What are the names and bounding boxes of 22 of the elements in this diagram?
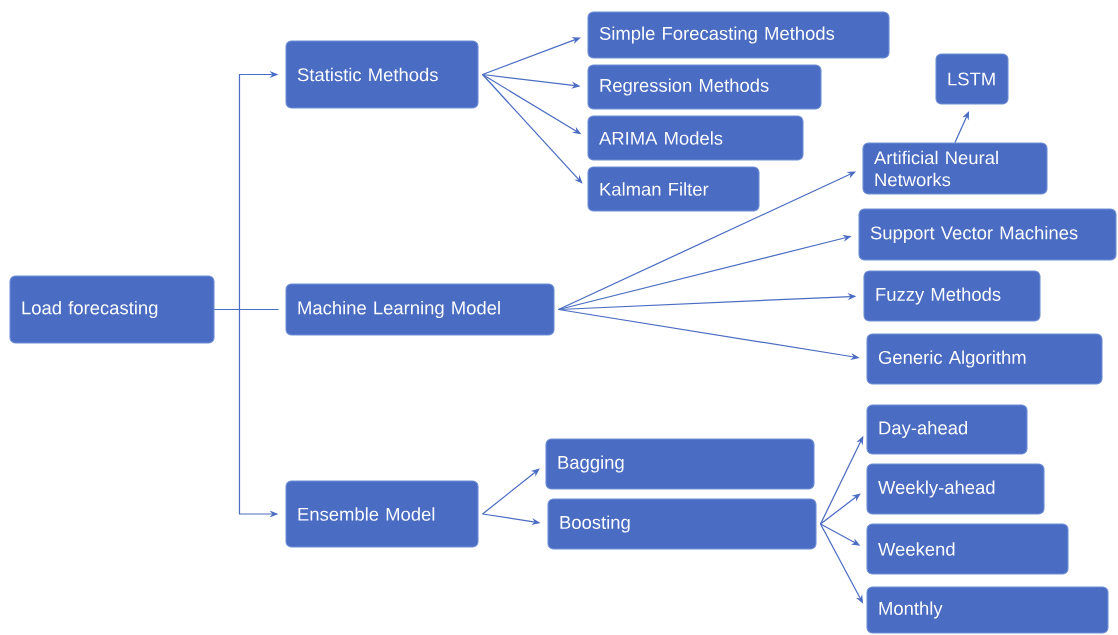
- process-box: Weekend: [866, 523, 1069, 575]
- arrow: [481, 73, 583, 184]
- process-box: Fuzzy Methods: [863, 270, 1041, 322]
- process-box: Day-ahead: [866, 404, 1028, 455]
- process-box: Ensemble Model: [285, 480, 479, 548]
- process-box: Machine Learning Model: [285, 283, 555, 336]
- process-box: Load forecasting: [9, 275, 215, 344]
- process-box: Weekly-ahead: [866, 463, 1045, 515]
- process-box: Simple Forecasting Methods: [587, 11, 890, 59]
- process-box: ARIMA Models: [587, 115, 804, 161]
- process-box: LSTM: [935, 53, 1009, 105]
- process-box: Artificial Neural Networks: [862, 142, 1048, 195]
- process-box: Regression Methods: [587, 64, 822, 110]
- process-box: Boosting: [547, 498, 817, 550]
- process-box: Support Vector Machines: [858, 208, 1117, 261]
- process-box: Bagging: [545, 438, 815, 490]
- process-box: Generic Algorithm: [866, 333, 1103, 385]
- process-box: Statistic Methods: [285, 40, 479, 109]
- process-box: Monthly: [866, 586, 1109, 634]
- arrow: [481, 468, 540, 515]
- arrow: [819, 493, 861, 525]
- process-box: Kalman Filter: [587, 166, 760, 212]
